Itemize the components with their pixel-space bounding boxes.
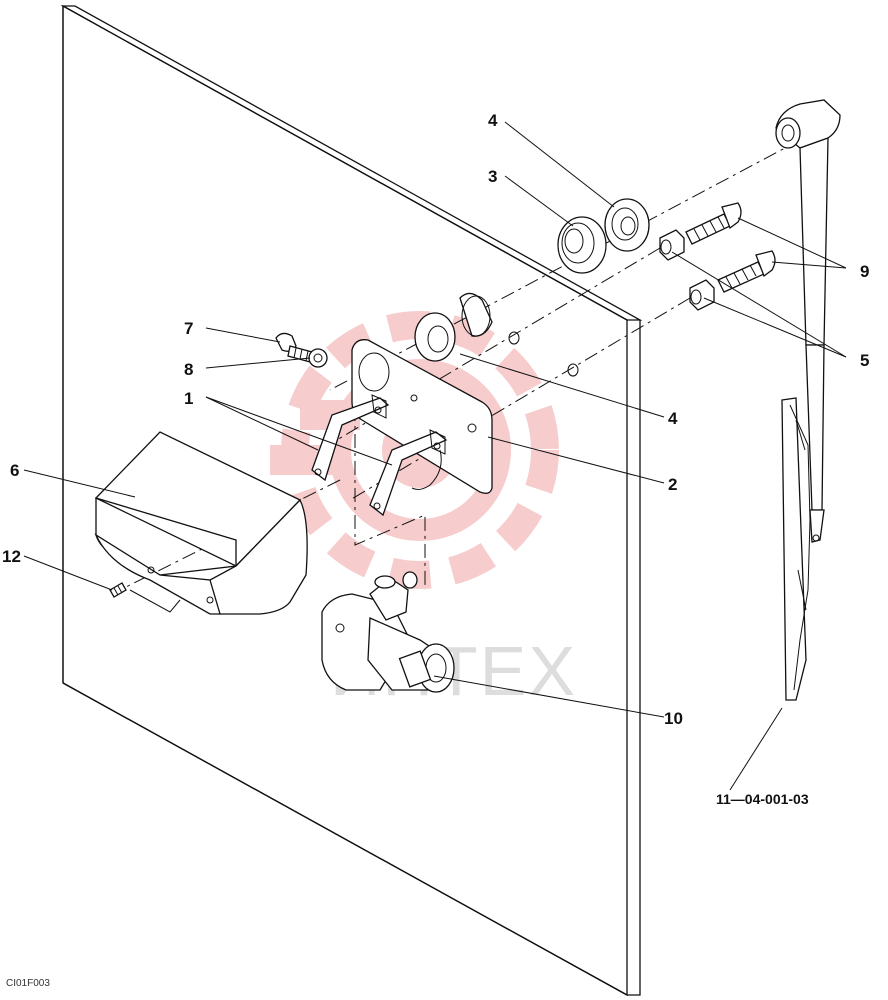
motor-cover	[94, 431, 308, 615]
callout-10: 10	[664, 709, 683, 728]
bracket-lower	[369, 429, 448, 517]
washer-8	[308, 348, 328, 368]
callout-1: 1	[184, 389, 193, 408]
bracket-upper	[311, 394, 390, 482]
nut-5-upper	[659, 229, 685, 261]
callout-6: 6	[10, 461, 19, 480]
callout-7: 7	[184, 319, 193, 338]
glass-panel	[60, 4, 643, 997]
nut-5-lower	[689, 279, 715, 311]
callouts: 4 3 7 8 1 6 12 4 2 10 9 5	[2, 111, 869, 728]
bolt-7	[275, 332, 313, 363]
callout-12: 12	[2, 547, 21, 566]
wiper-arm	[775, 99, 841, 543]
wiper-motor	[321, 571, 455, 693]
bolt-9-upper	[685, 202, 742, 245]
image-code: CI01F003	[6, 978, 50, 989]
callout-4-top: 4	[488, 111, 498, 130]
wiper-blade	[781, 397, 811, 701]
bolt-9-lower	[717, 250, 776, 293]
callout-9: 9	[860, 262, 869, 281]
seal-rings	[414, 292, 579, 377]
screw-12	[109, 582, 127, 598]
assembly-reference: 11—04-001-03	[716, 791, 809, 807]
callout-4-bottom: 4	[668, 409, 678, 428]
callout-3: 3	[488, 167, 497, 186]
washer-3	[557, 216, 607, 274]
callout-8: 8	[184, 360, 193, 379]
callout-5: 5	[860, 351, 869, 370]
washer-4	[604, 198, 650, 252]
callout-2: 2	[668, 475, 677, 494]
leader-lines	[23, 121, 847, 791]
alignment-lines	[119, 139, 801, 591]
